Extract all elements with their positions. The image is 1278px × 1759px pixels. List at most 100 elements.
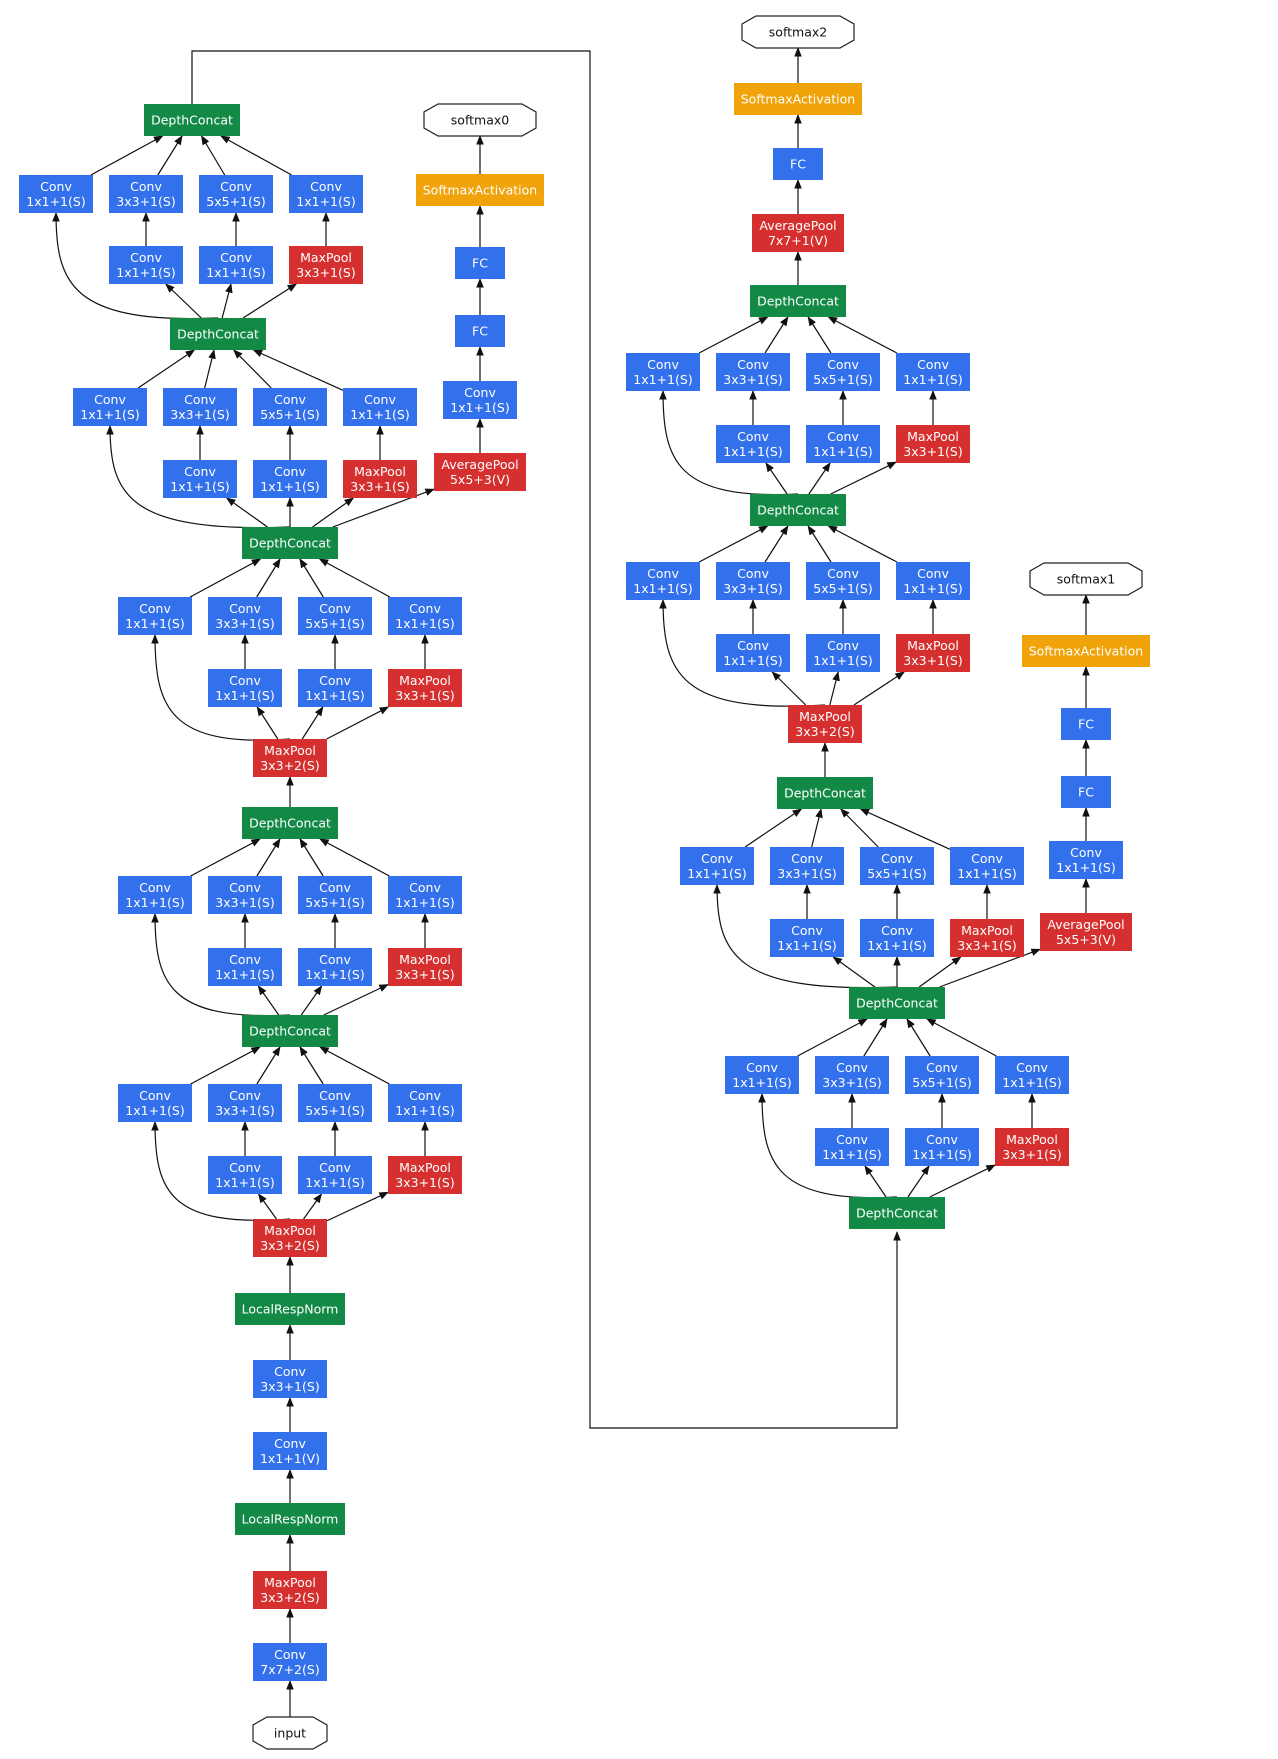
node-shape-h_r1 [716,634,790,672]
node-label-f_t2-0: Conv [836,1060,868,1075]
node-label-i_t3-1: 5x5+1(S) [813,372,872,387]
node-label-g_r2-1: 1x1+1(S) [867,938,926,953]
node-label-b_mp-0: MaxPool [399,952,451,967]
node-label-c_t3-1: 5x5+1(S) [305,616,364,631]
node-label-a_t3-1: 5x5+1(S) [305,1103,364,1118]
node-aux0_sm: SoftmaxActivation [416,174,544,206]
node-shape-a_t1 [118,1084,192,1122]
edge-b_t1-to-b_dc [190,838,261,877]
edge-e_t3-to-e_dc [200,135,226,176]
node-label-f_t2-1: 3x3+1(S) [822,1075,881,1090]
node-label-b_t1-0: Conv [139,880,171,895]
node-label-a_t1-1: 1x1+1(S) [125,1103,184,1118]
edge-f_t3-to-f_dc [906,1018,931,1057]
node-label-mp4-0: MaxPool [799,709,851,724]
edge-f_dc-to-g_r1 [832,956,876,988]
edge-i_t2-to-i_dc [764,316,789,354]
node-shape-f_r2 [905,1128,979,1166]
edge-d_t4-to-d_dc [252,349,344,391]
node-label-g_mp-1: 3x3+1(S) [957,938,1016,953]
node-shape-aux0_ap [434,453,526,491]
node-shape-mp3 [253,739,327,777]
edge-b_t2-to-b_dc [256,838,281,877]
node-label-d_t1-1: 1x1+1(S) [80,407,139,422]
node-layer: inputConv7x7+2(S)MaxPool3x3+2(S)LocalRes… [19,15,1150,1750]
node-label-i_r2-0: Conv [827,429,859,444]
node-label-f_mp-0: MaxPool [1006,1132,1058,1147]
node-label-a_r1-1: 1x1+1(S) [215,1175,274,1190]
node-shape-h_t4 [896,562,970,600]
node-label-h_t4-0: Conv [917,566,949,581]
node-label-i_r1-1: 1x1+1(S) [723,444,782,459]
node-label-c_r1-0: Conv [229,673,261,688]
edge-c_dc-to-d_mp [312,497,355,528]
node-label-a_r2-0: Conv [319,1160,351,1175]
node-label-e_t3-1: 5x5+1(S) [206,194,265,209]
node-shape-c_t4 [388,597,462,635]
node-label-f_t1-0: Conv [746,1060,778,1075]
node-label-e_t4-1: 1x1+1(S) [296,194,355,209]
node-shape-h_t1 [626,562,700,600]
node-shape-a_r2 [298,1156,372,1194]
node-shape-aux1_sm [1022,635,1150,667]
node-label-f_t1-1: 1x1+1(S) [732,1075,791,1090]
node-lrn1: LocalRespNorm [235,1503,345,1535]
edge-c_t1-to-c_dc [189,558,262,598]
node-label-mp3-0: MaxPool [264,743,316,758]
node-label-h_mp-0: MaxPool [907,638,959,653]
node-shape-b_dc [242,807,338,839]
node-label-softmax0-0: softmax0 [451,113,509,128]
edge-h_dc-to-i_mp [830,461,897,495]
node-label-b_mp-1: 3x3+1(S) [395,967,454,982]
edge-mp2-to-a_t1 [151,1121,291,1221]
node-shape-aux1_fc1 [1061,776,1111,808]
node-label-final_sm-0: SoftmaxActivation [741,92,855,107]
edge-layer [52,47,1090,1717]
edge-mp3-to-c_t1 [151,634,291,741]
node-label-rin_dc-0: DepthConcat [856,1206,938,1221]
node-shape-final_fc [773,148,823,180]
node-softmax0: softmax0 [423,103,537,137]
node-label-aux1_ap-0: AveragePool [1047,917,1124,932]
node-shape-c_mp [388,669,462,707]
node-shape-rin_dc [849,1197,945,1229]
node-label-aux1_fc2-0: FC [1078,717,1094,732]
node-label-b_r2-1: 1x1+1(S) [305,967,364,982]
node-shape-c_r2 [298,669,372,707]
node-shape-e_dc [144,104,240,136]
edge-h_dc-to-i_r2 [808,462,831,495]
edge-mp3-to-c_r2 [301,706,324,740]
edge-rin_dc-to-f_mp [929,1164,996,1198]
edge-g_t2-to-g_dc [811,808,823,848]
node-shape-i_t3 [806,353,880,391]
node-shape-f_t1 [725,1056,799,1094]
node-label-c_r2-1: 1x1+1(S) [305,688,364,703]
node-shape-e_r2 [199,246,273,284]
node-label-g_t1-0: Conv [701,851,733,866]
node-label-g_t2-1: 3x3+1(S) [777,866,836,881]
edge-i_t1-to-i_dc [698,316,769,354]
edge-a_dc-to-b_mp [323,983,389,1016]
edge-a_t1-to-a_dc [190,1046,261,1085]
node-label-h_dc-0: DepthConcat [757,503,839,518]
node-label-d_t4-1: 1x1+1(S) [350,407,409,422]
node-shape-d_r1 [163,460,237,498]
node-label-c_t1-0: Conv [139,601,171,616]
node-label-g_r1-1: 1x1+1(S) [777,938,836,953]
node-label-f_r1-1: 1x1+1(S) [822,1147,881,1162]
